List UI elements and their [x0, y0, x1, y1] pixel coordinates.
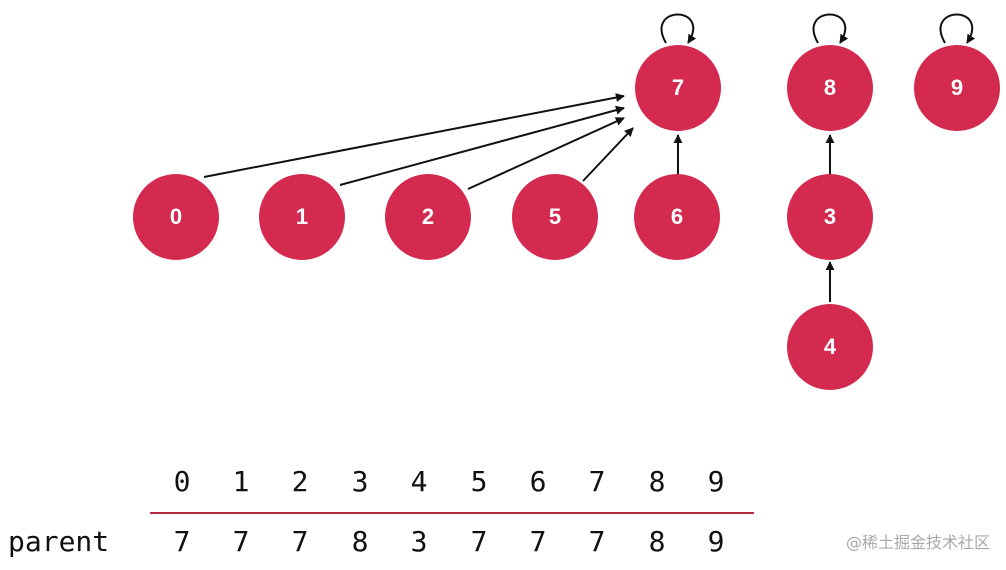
node-label: 9	[951, 75, 963, 100]
edge-arrow-n2-n7	[467, 117, 625, 190]
node-1: 1	[259, 174, 345, 260]
node-circle	[787, 174, 873, 260]
index-cell-1: 1	[232, 465, 250, 498]
node-label: 5	[549, 204, 561, 229]
node-3: 3	[787, 174, 873, 260]
parent-row-label: parent	[8, 525, 110, 558]
node-label: 8	[824, 75, 836, 100]
parent-cell-6: 7	[529, 525, 547, 558]
node-circle	[634, 174, 720, 260]
parent-cell-3: 8	[351, 525, 369, 558]
self-loop-n7	[660, 13, 697, 44]
parent-cell-2: 7	[291, 525, 309, 558]
node-label: 0	[170, 204, 182, 229]
node-9: 9	[914, 45, 1000, 131]
node-2: 2	[385, 174, 471, 260]
parent-cell-7: 7	[588, 525, 606, 558]
node-label: 1	[296, 204, 308, 229]
edge-arrow-n5-n7	[582, 127, 634, 182]
node-4: 4	[787, 304, 873, 390]
edge-arrow-n1-n7	[339, 105, 625, 186]
index-cell-4: 4	[410, 465, 428, 498]
node-label: 6	[671, 204, 683, 229]
node-circle	[635, 45, 721, 131]
index-cell-5: 5	[470, 465, 488, 498]
node-circle	[914, 45, 1000, 131]
node-0: 0	[133, 174, 219, 260]
index-cell-7: 7	[588, 465, 606, 498]
node-6: 6	[634, 174, 720, 260]
self-loop-n8	[812, 13, 849, 44]
node-label: 4	[824, 334, 837, 359]
node-8: 8	[787, 45, 873, 131]
node-label: 3	[824, 204, 836, 229]
node-circle	[787, 304, 873, 390]
parent-cell-4: 3	[410, 525, 428, 558]
watermark: @稀土掘金技术社区	[845, 533, 990, 552]
union-find-diagram: 0 1 2 5 6 7 3 8 9 4	[133, 13, 1000, 390]
index-cell-9: 9	[707, 465, 725, 498]
node-7: 7	[635, 45, 721, 131]
edge-arrow-n0-n7	[203, 93, 625, 178]
parent-cell-0: 7	[173, 525, 191, 558]
index-cell-6: 6	[529, 465, 547, 498]
self-loop-n9	[939, 13, 976, 44]
node-label: 2	[422, 204, 434, 229]
index-cell-2: 2	[291, 465, 309, 498]
node-circle	[512, 174, 598, 260]
node-circle	[133, 174, 219, 260]
index-cell-8: 8	[648, 465, 666, 498]
node-label: 7	[672, 75, 684, 100]
node-circle	[385, 174, 471, 260]
parent-cell-1: 7	[232, 525, 250, 558]
node-circle	[787, 45, 873, 131]
parent-cell-9: 9	[707, 525, 725, 558]
table-divider	[150, 512, 754, 514]
node-5: 5	[512, 174, 598, 260]
index-cell-3: 3	[351, 465, 369, 498]
index-cell-0: 0	[173, 465, 191, 498]
parent-cell-5: 7	[470, 525, 488, 558]
parent-cell-8: 8	[648, 525, 666, 558]
node-circle	[259, 174, 345, 260]
